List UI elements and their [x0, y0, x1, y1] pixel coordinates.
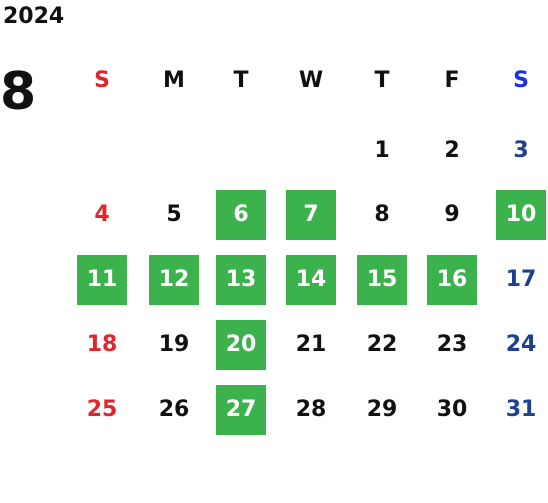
calendar-day[interactable]: 4: [94, 202, 110, 227]
calendar-day-highlighted[interactable]: 10: [496, 190, 546, 240]
calendar-day[interactable]: 18: [86, 332, 118, 357]
calendar-day[interactable]: 9: [444, 202, 460, 227]
calendar-day[interactable]: 19: [158, 332, 190, 357]
calendar-day-highlighted[interactable]: 27: [216, 385, 266, 435]
weekday-label: W: [298, 68, 324, 93]
calendar-day-highlighted[interactable]: 13: [216, 255, 266, 305]
weekday-label: S: [94, 68, 110, 93]
calendar-month: 8: [0, 62, 37, 122]
calendar-day-highlighted[interactable]: 14: [286, 255, 336, 305]
calendar-day-highlighted[interactable]: 6: [216, 190, 266, 240]
calendar-day[interactable]: 3: [513, 138, 529, 163]
calendar-year: 2024: [3, 4, 65, 29]
calendar-day[interactable]: 8: [374, 202, 390, 227]
calendar-day[interactable]: 24: [505, 332, 537, 357]
weekday-label: M: [163, 68, 185, 93]
weekday-label: F: [444, 68, 460, 93]
calendar-day[interactable]: 17: [505, 267, 537, 292]
calendar-day-highlighted[interactable]: 20: [216, 320, 266, 370]
calendar-day[interactable]: 5: [166, 202, 182, 227]
weekday-label: S: [513, 68, 529, 93]
calendar-day-highlighted[interactable]: 12: [149, 255, 199, 305]
calendar-day-highlighted[interactable]: 15: [357, 255, 407, 305]
calendar-day[interactable]: 2: [444, 138, 460, 163]
calendar-day[interactable]: 30: [436, 397, 468, 422]
calendar-day-highlighted[interactable]: 11: [77, 255, 127, 305]
weekday-label: T: [374, 68, 390, 93]
calendar-day[interactable]: 25: [86, 397, 118, 422]
calendar-day[interactable]: 23: [436, 332, 468, 357]
calendar-day[interactable]: 26: [158, 397, 190, 422]
calendar-day[interactable]: 28: [295, 397, 327, 422]
calendar-day[interactable]: 21: [295, 332, 327, 357]
calendar-day-highlighted[interactable]: 16: [427, 255, 477, 305]
calendar-day[interactable]: 29: [366, 397, 398, 422]
weekday-label: T: [233, 68, 249, 93]
calendar-day[interactable]: 1: [374, 138, 390, 163]
calendar-day-highlighted[interactable]: 7: [286, 190, 336, 240]
calendar-day[interactable]: 31: [505, 397, 537, 422]
calendar-day[interactable]: 22: [366, 332, 398, 357]
